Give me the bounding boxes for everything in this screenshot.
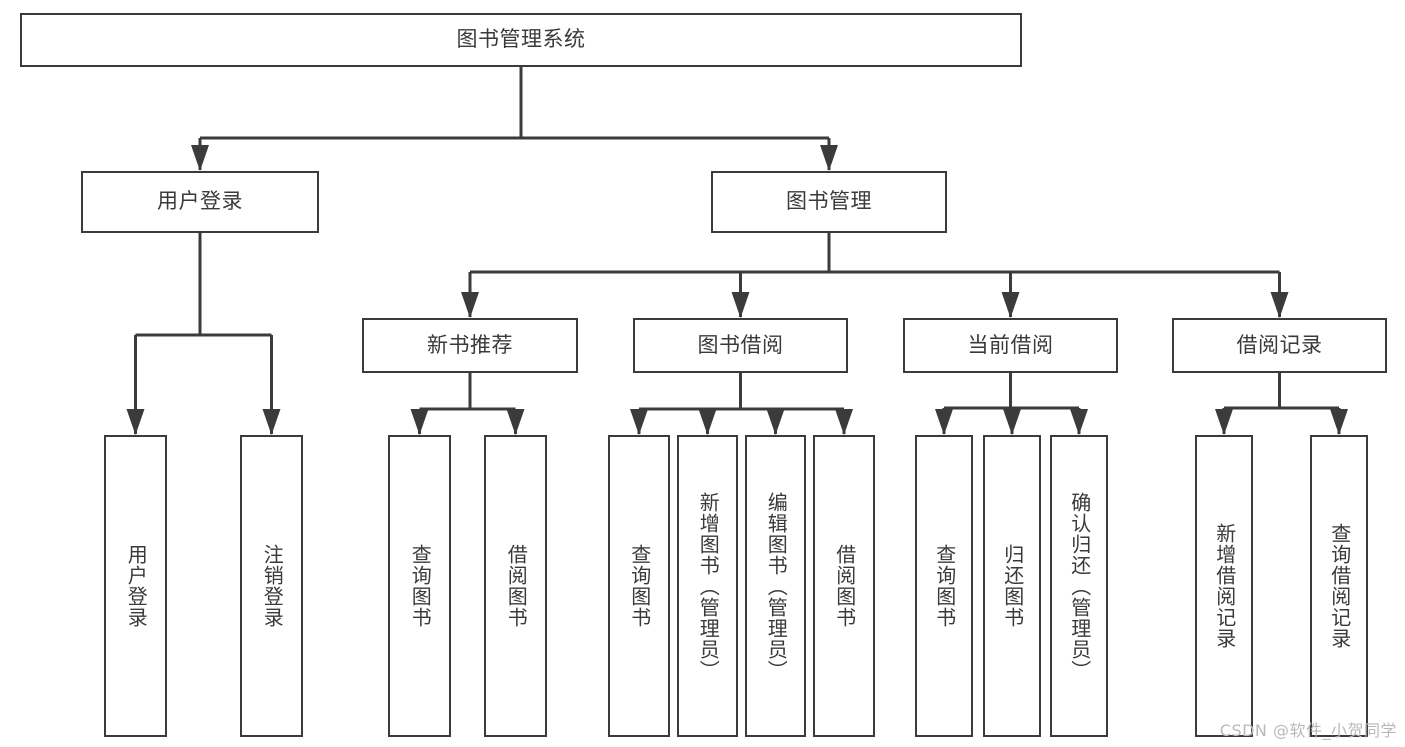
node-current[interactable]: 当前借阅 xyxy=(903,318,1118,373)
node-label: 查询图书 xyxy=(627,544,652,628)
node-b-edit[interactable]: 编辑图书（管理员） xyxy=(745,435,806,737)
node-newbook[interactable]: 新书推荐 xyxy=(362,318,578,373)
node-label: 编辑图书（管理员） xyxy=(764,491,789,681)
node-label: 注销登录 xyxy=(260,544,285,628)
node-c-query[interactable]: 查询图书 xyxy=(915,435,973,737)
node-n-query[interactable]: 查询图书 xyxy=(388,435,451,737)
node-c-return[interactable]: 归还图书 xyxy=(983,435,1041,737)
node-r-add[interactable]: 新增借阅记录 xyxy=(1195,435,1253,737)
node-login[interactable]: 用户登录 xyxy=(81,171,319,233)
node-label: 图书管理 xyxy=(786,189,872,214)
node-b-add[interactable]: 新增图书（管理员） xyxy=(677,435,738,737)
node-root[interactable]: 图书管理系统 xyxy=(20,13,1022,67)
node-label: 借阅图书 xyxy=(832,544,857,628)
node-bookmgmt[interactable]: 图书管理 xyxy=(711,171,947,233)
watermark: CSDN @软件_小贺同学 xyxy=(1219,721,1397,740)
node-n-borrow[interactable]: 借阅图书 xyxy=(484,435,547,737)
node-label: 归还图书 xyxy=(1000,544,1025,628)
node-label: 用户登录 xyxy=(157,189,243,214)
node-l-logout[interactable]: 注销登录 xyxy=(240,435,303,737)
node-c-confirm[interactable]: 确认归还（管理员） xyxy=(1050,435,1108,737)
node-label: 借阅记录 xyxy=(1236,332,1323,357)
node-label: 新增借阅记录 xyxy=(1212,523,1237,649)
node-b-query[interactable]: 查询图书 xyxy=(608,435,670,737)
node-records[interactable]: 借阅记录 xyxy=(1172,318,1387,373)
node-borrow[interactable]: 图书借阅 xyxy=(633,318,848,373)
node-label: 查询图书 xyxy=(408,544,433,628)
node-label: 查询借阅记录 xyxy=(1327,523,1352,649)
node-label: 借阅图书 xyxy=(504,544,529,628)
node-label: 确认归还（管理员） xyxy=(1067,491,1092,681)
node-label: 用户登录 xyxy=(124,544,149,628)
node-label: 查询图书 xyxy=(932,544,957,628)
node-label: 当前借阅 xyxy=(967,332,1054,357)
node-label: 图书借阅 xyxy=(697,332,784,357)
node-label: 新增图书（管理员） xyxy=(696,491,721,681)
node-label: 新书推荐 xyxy=(427,332,513,357)
node-l-login[interactable]: 用户登录 xyxy=(104,435,167,737)
node-b-borrow[interactable]: 借阅图书 xyxy=(813,435,875,737)
node-label: 图书管理系统 xyxy=(456,27,586,52)
node-r-query[interactable]: 查询借阅记录 xyxy=(1310,435,1368,737)
